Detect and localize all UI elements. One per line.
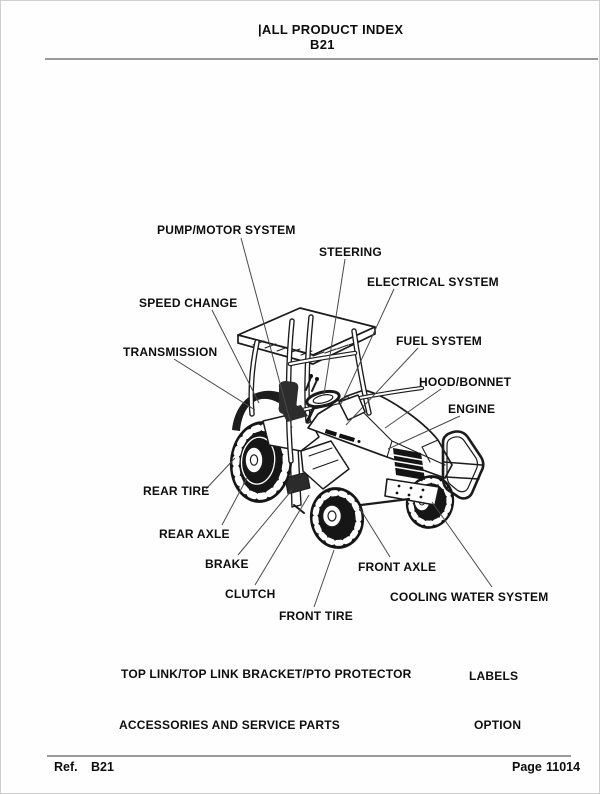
callout-hood-bonnet: HOOD/BONNET [419,375,512,389]
callout-option: OPTION [474,718,522,732]
seat [278,381,308,422]
leader-line-steering [323,258,346,395]
callout-transmission: TRANSMISSION [123,345,218,359]
page-title: |ALL PRODUCT INDEX [258,22,404,37]
chassis [262,410,350,490]
leader-line-speed-change [211,309,260,404]
header-rule [45,58,598,60]
footer-page-value: 11014 [546,760,581,774]
callout-cooling-water-system: COOLING WATER SYSTEM [390,590,549,604]
leader-line-cooling-water-system [431,501,493,588]
hood-logo [324,429,355,442]
hood [307,389,453,479]
callout-rear-axle: REAR AXLE [159,527,230,541]
rops-frame [248,314,372,464]
callout-engine: ENGINE [448,402,496,416]
leader-line-electrical-system [340,288,395,405]
callout-front-tire: FRONT TIRE [279,609,353,623]
callout-labels: LABELS [469,669,519,683]
leader-line-engine [387,415,461,450]
steering-wheel [305,389,366,424]
gear-levers [305,374,319,392]
leader-line-brake [237,489,293,556]
bumper [384,478,440,506]
callout-fuel-system: FUEL SYSTEM [396,334,482,348]
leader-line-pump-motor-system [240,237,293,429]
front-guard [441,430,485,500]
leader-line-fuel-system [345,347,419,426]
handrail [295,385,425,414]
callout-rear-tire: REAR TIRE [143,484,210,498]
leader-line-rear-tire [205,457,236,490]
callout-brake: BRAKE [205,557,249,571]
rear-hitch [284,446,311,514]
leader-line-transmission [173,358,256,411]
callout-electrical-system: ELECTRICAL SYSTEM [367,275,499,289]
leader-lines [173,237,493,608]
leader-line-front-tire [313,549,335,608]
leader-line-rear-axle [221,477,248,526]
model-code: B21 [310,37,335,52]
footer-ref-value: B21 [91,760,114,774]
callout-steering: STEERING [319,245,382,259]
dash-panel [338,394,366,421]
callout-accessories-service-parts: ACCESSORIES AND SERVICE PARTS [119,718,340,732]
front-right-wheel [405,475,455,529]
callout-front-axle: FRONT AXLE [358,560,437,574]
rear-fender [232,390,305,431]
callout-clutch: CLUTCH [225,587,276,601]
footer-ref-label: Ref. [54,760,78,774]
front-left-wheel [309,487,411,549]
leader-line-front-axle [358,506,391,558]
leader-line-hood-bonnet [384,388,442,429]
callout-speed-change: SPEED CHANGE [139,296,238,310]
rear-wheel [229,421,293,503]
grille [393,448,425,480]
footer-page-label: Page [512,760,542,774]
leader-line-clutch [254,494,310,586]
callout-top-link-bracket-pto-protector: TOP LINK/TOP LINK BRACKET/PTO PROTECTOR [121,667,412,681]
callout-pump-motor-system: PUMP/MOTOR SYSTEM [157,223,296,237]
canopy-roof [237,307,376,365]
footer-rule [47,755,571,757]
